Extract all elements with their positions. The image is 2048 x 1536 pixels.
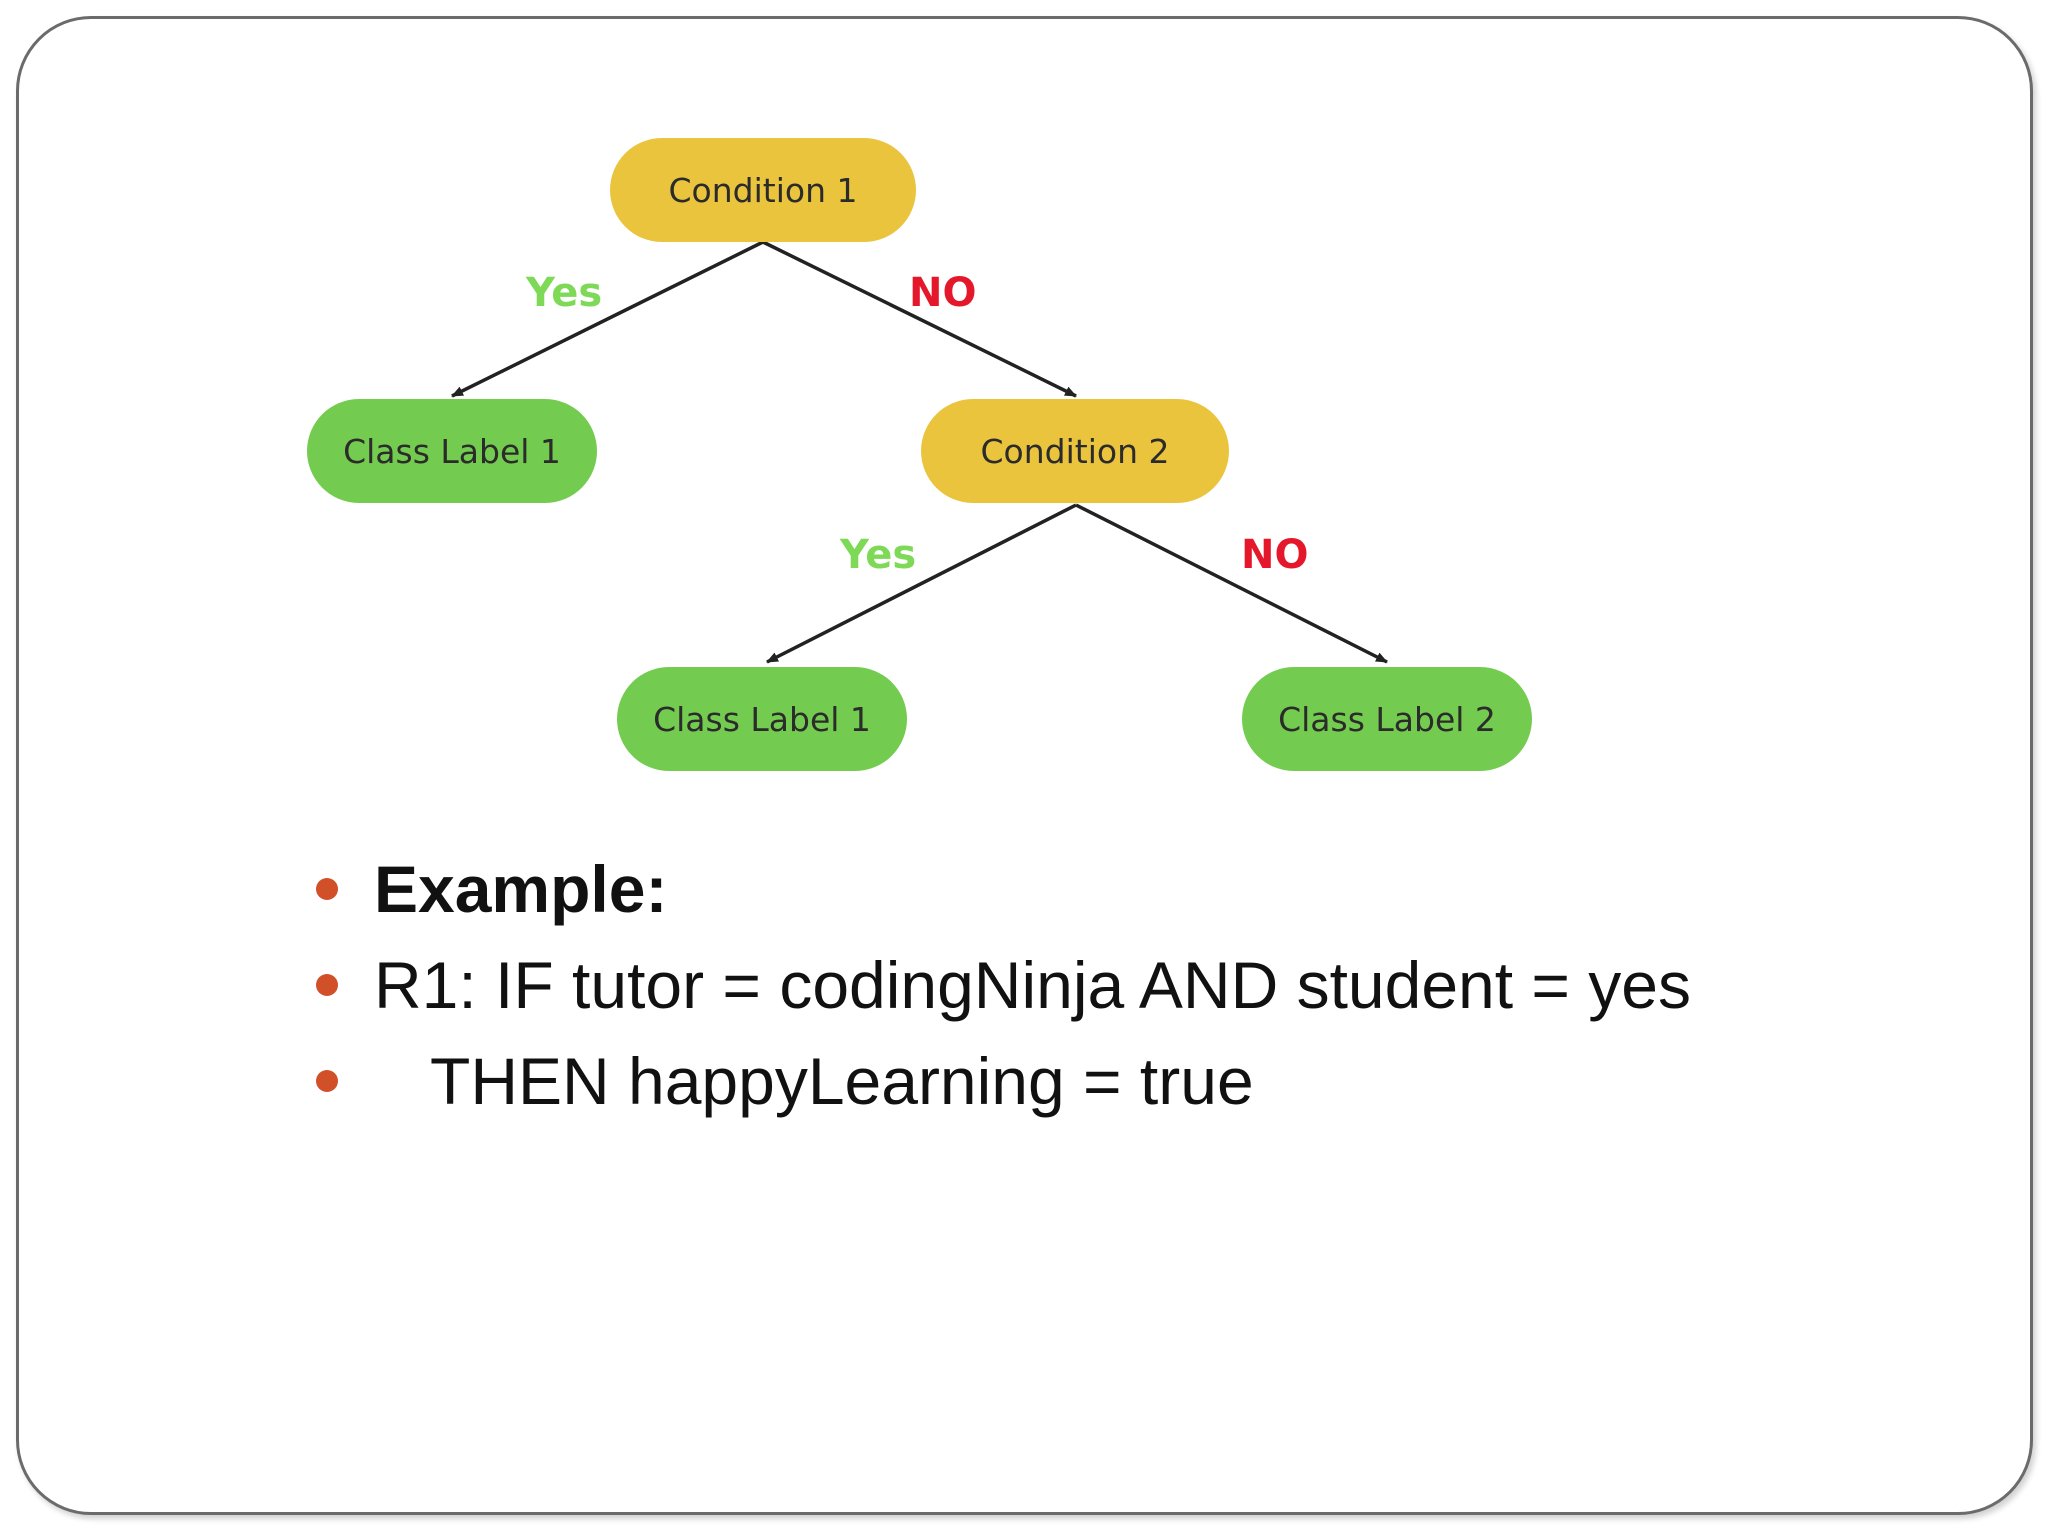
node-class-label-2: Class Label 2 [1242, 667, 1532, 771]
edge-condition-2-to-class-label-2 [1075, 503, 1388, 664]
bullet-dot-icon [316, 974, 338, 996]
slide-frame [16, 16, 2033, 1515]
node-class-label-1-bottom: Class Label 1 [617, 667, 907, 771]
bullet-dot-icon [316, 878, 338, 900]
bullet-item: R1: IF tutor = codingNinja AND student =… [312, 944, 1712, 1026]
bullet-item: THEN happyLearning = true [312, 1040, 1712, 1122]
edge-condition-1-to-condition-2 [762, 240, 1077, 398]
edge-label-no: NO [1241, 532, 1309, 578]
bullet-item: Example: [312, 848, 1712, 930]
node-condition-2: Condition 2 [921, 399, 1229, 503]
edge-condition-2-to-class-label-1-bottom [766, 503, 1077, 664]
edge-label-no: NO [909, 270, 977, 316]
node-condition-1: Condition 1 [610, 138, 916, 242]
bullet-list: Example: R1: IF tutor = codingNinja AND s… [312, 848, 1712, 1136]
bullet-text: R1: IF tutor = codingNinja AND student =… [374, 948, 1692, 1022]
edge-condition-1-to-class-label-1-left [451, 240, 764, 398]
edge-label-yes: Yes [840, 532, 917, 578]
node-class-label-1-left: Class Label 1 [307, 399, 597, 503]
bullet-dot-icon [316, 1070, 338, 1092]
edge-label-yes: Yes [526, 270, 603, 316]
bullet-text: Example: [374, 852, 668, 926]
bullet-text: THEN happyLearning = true [430, 1044, 1254, 1118]
